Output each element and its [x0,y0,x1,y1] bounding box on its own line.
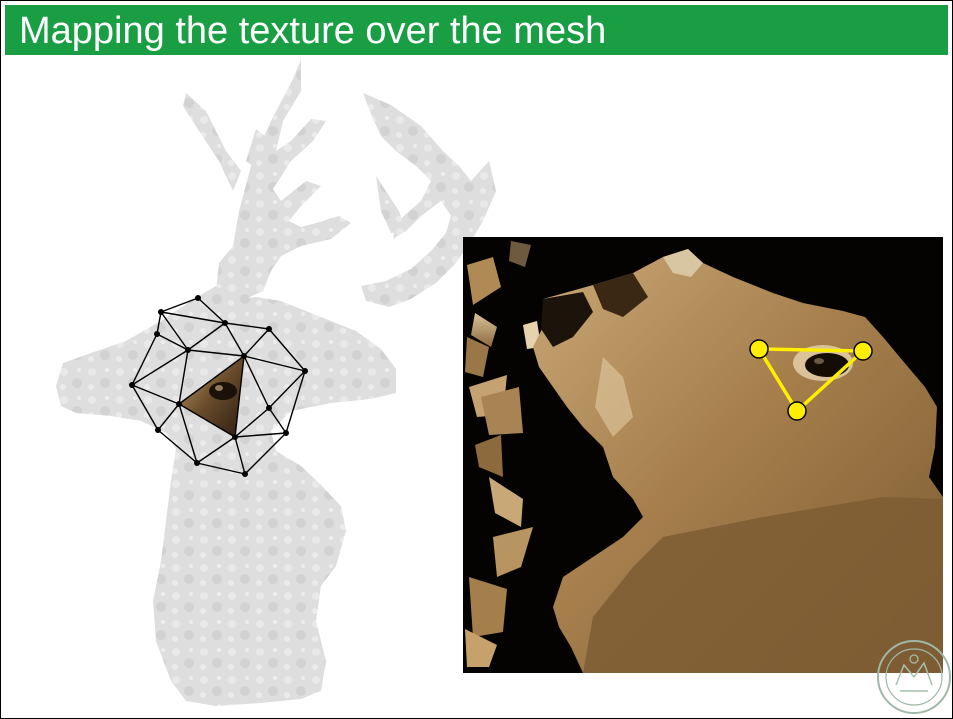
texture-atlas-image [463,237,943,673]
university-seal-logo [874,637,953,717]
deer-silhouette [56,59,496,706]
deer-face-texture [533,249,943,673]
